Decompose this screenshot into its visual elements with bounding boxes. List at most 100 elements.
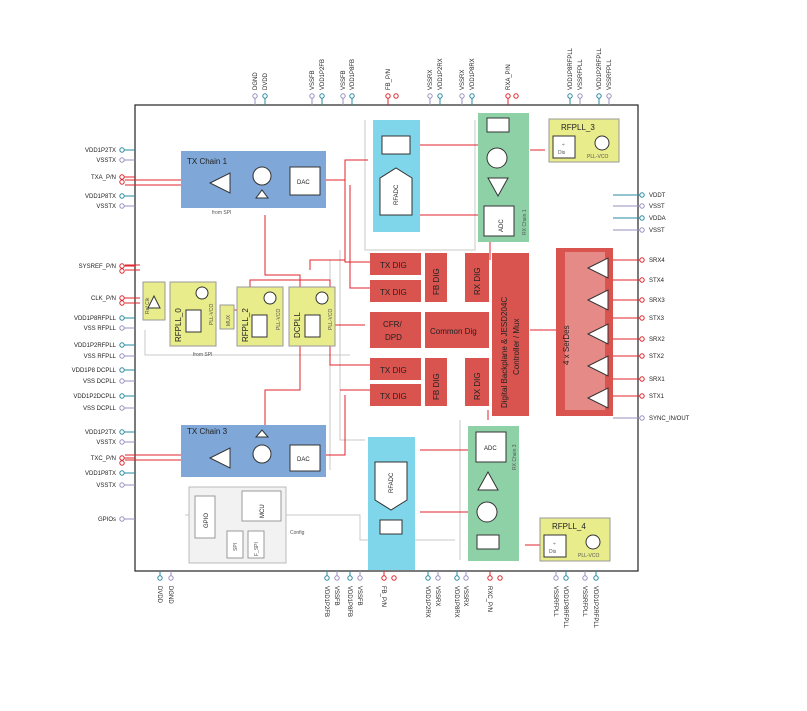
- left-pin-label: VSSTX: [96, 483, 116, 489]
- left-pin: SYSREF_P/N: [79, 263, 135, 274]
- left-pin: VDD1P8TX: [85, 470, 135, 477]
- left-pin: TXC_P/N: [91, 455, 135, 466]
- ref-clk-buffer-icon: [147, 294, 161, 309]
- right-pin-label: SRX2: [649, 337, 665, 343]
- left-pin: VDD1P2RFPLL: [74, 342, 135, 349]
- left-pin-label: VSSTX: [96, 440, 116, 446]
- dcpll-vco-icon: [315, 291, 329, 305]
- top-pin-label: VSSRFPLL: [607, 59, 613, 90]
- top-pin-label: RXA_P/N: [506, 64, 512, 90]
- dcpll-vco: PLL-VCO: [328, 308, 334, 330]
- bottom-pin-label: DGND: [167, 586, 173, 604]
- rx1-amp-icon: [487, 177, 509, 198]
- bottom-pin: VDD1P2FB: [323, 571, 330, 617]
- rx3-amp-icon: [477, 470, 499, 491]
- backplane-label-2: Controller / Mux: [512, 319, 521, 375]
- top-pin: FB_P/N: [385, 69, 399, 105]
- left-pin-label: VDD1P2TX: [85, 430, 116, 436]
- left-pin: VDD1P8RFPLL: [74, 315, 135, 322]
- bottom-pin-label: RXC_P/N: [486, 586, 492, 612]
- top-pin-label: VSSRFPLL: [578, 59, 584, 90]
- tx-chain-3-label: TX Chain 3: [187, 427, 228, 436]
- right-pin: SRX2: [613, 336, 665, 343]
- left-pin-label: VDD1P8 DCPLL: [72, 368, 117, 374]
- bottom-pin: VSSFB: [356, 571, 363, 606]
- right-pin: VDDA: [613, 215, 666, 222]
- top-pin-label: VSSRX: [460, 70, 466, 90]
- left-pin-label: VSSTX: [96, 158, 116, 164]
- bottom-pin: VSSRX: [462, 571, 469, 606]
- bottom-pin-label: VDD1P8RFPLL: [562, 586, 568, 629]
- tx1-filter-icon: [255, 189, 269, 199]
- bottom-pin: VDD1P2RX: [424, 571, 431, 618]
- top-pin: VDD1P2RX: [437, 58, 444, 105]
- right-pin-label: VSST: [649, 228, 665, 234]
- rfpll-3-vco-icon: [594, 135, 610, 151]
- left-pin: VDD1P2DCPLL: [73, 393, 135, 400]
- left-pin: VSS DCPLL: [83, 405, 135, 412]
- rfpll-3: RFPLL_3 ÷ Dis PLL-VCO: [548, 118, 620, 163]
- left-pin: VDD1P8TX: [85, 193, 135, 200]
- tx3-mixer-icon: [252, 444, 272, 464]
- right-pin: VDDT: [613, 192, 666, 199]
- right-pin-label: VSST: [649, 204, 665, 210]
- bottom-pin: VDD1P2RFPLL: [592, 571, 599, 629]
- top-pin-label: FB_P/N: [386, 69, 392, 90]
- top-pin: VSSRX: [427, 70, 434, 105]
- left-pin-label: VDD1P8RFPLL: [74, 316, 117, 322]
- right-pin-label: VDDT: [649, 193, 666, 199]
- rx-chain-1-label: RX Chain 1: [522, 209, 528, 235]
- top-pin: VSSRFPLL: [577, 59, 584, 105]
- top-pin: VDD1P8FB: [349, 59, 356, 105]
- left-pin: VDD1P2TX: [85, 429, 135, 436]
- bottom-pin-label: VDD1P8RX: [453, 586, 459, 618]
- left-pin: GPIOs: [98, 516, 135, 523]
- bottom-pin: VDD1P8FB: [346, 571, 353, 617]
- control-block: GPIO MCU SPI F_SPI Config from SPI: [188, 352, 305, 564]
- left-pin-label: VDD1P2TX: [85, 148, 116, 154]
- top-pin-label: VSSRX: [428, 70, 434, 90]
- left-pin: VSSTX: [96, 157, 135, 164]
- bottom-pin-label: VSSRFPLL: [581, 586, 587, 617]
- right-pin: STX4: [613, 277, 665, 284]
- spi-label: SPI: [233, 543, 239, 551]
- left-pin: CLK_P/N: [91, 295, 135, 306]
- cfr-label: CFR/: [383, 320, 402, 329]
- top-pin: VSSRFPLL: [606, 59, 613, 105]
- mux: MUX: [219, 304, 235, 330]
- left-pin-label: TXA_P/N: [91, 175, 116, 181]
- rfpll-2: RFPLL_2 PLL-VCO: [236, 286, 284, 347]
- tx-dig-3: TX DIG: [380, 366, 407, 375]
- bottom-pin: RXC_P/N: [486, 571, 503, 612]
- top-pin-label: DGND: [253, 72, 259, 90]
- mcu-label: MCU: [260, 504, 266, 518]
- rfadc-bottom: RFADC: [368, 437, 415, 570]
- right-pin: SRX4: [613, 257, 665, 264]
- rfpll-2-vco-icon: [263, 291, 277, 305]
- rfpll-2-vco: PLL-VCO: [276, 308, 282, 330]
- right-pin: STX1: [613, 393, 665, 400]
- right-pin-label: SYNC_IN/OUT: [649, 416, 690, 422]
- right-pin-label: STX2: [649, 354, 665, 360]
- left-pin-label: SYSREF_P/N: [79, 264, 116, 270]
- top-pin-label: VDD1P2RX: [438, 58, 444, 90]
- rx1-mixer-icon: [486, 147, 508, 169]
- rx3-mixer-icon: [476, 501, 498, 523]
- left-pin: VSS RFPLL: [84, 353, 135, 360]
- backplane-label-1: Digital Backplane & JESD204C: [500, 297, 509, 408]
- bottom-pin-label: VDD1P8FB: [346, 586, 352, 617]
- left-pin-label: VDD1P2DCPLL: [73, 394, 116, 400]
- top-pin-label: DVDD: [263, 72, 269, 90]
- top-pin: VDD1P2FB: [319, 59, 326, 105]
- rfadc-bottom-label: RFADC: [389, 472, 395, 493]
- top-pin: VSSRX: [459, 70, 466, 105]
- fb-dig-bottom: FB DIG: [432, 373, 441, 400]
- top-pin-label: VDD1P8RFPLL: [568, 47, 574, 90]
- top-pin-label: VDD1P8FB: [350, 59, 356, 90]
- right-pin-label: STX3: [649, 316, 665, 322]
- right-pin-label: SRX1: [649, 377, 665, 383]
- serdes-label: 4 x SerDes: [562, 325, 571, 365]
- left-pin-label: VSS RFPLL: [84, 354, 117, 360]
- rfpll-3-label: RFPLL_3: [561, 123, 595, 132]
